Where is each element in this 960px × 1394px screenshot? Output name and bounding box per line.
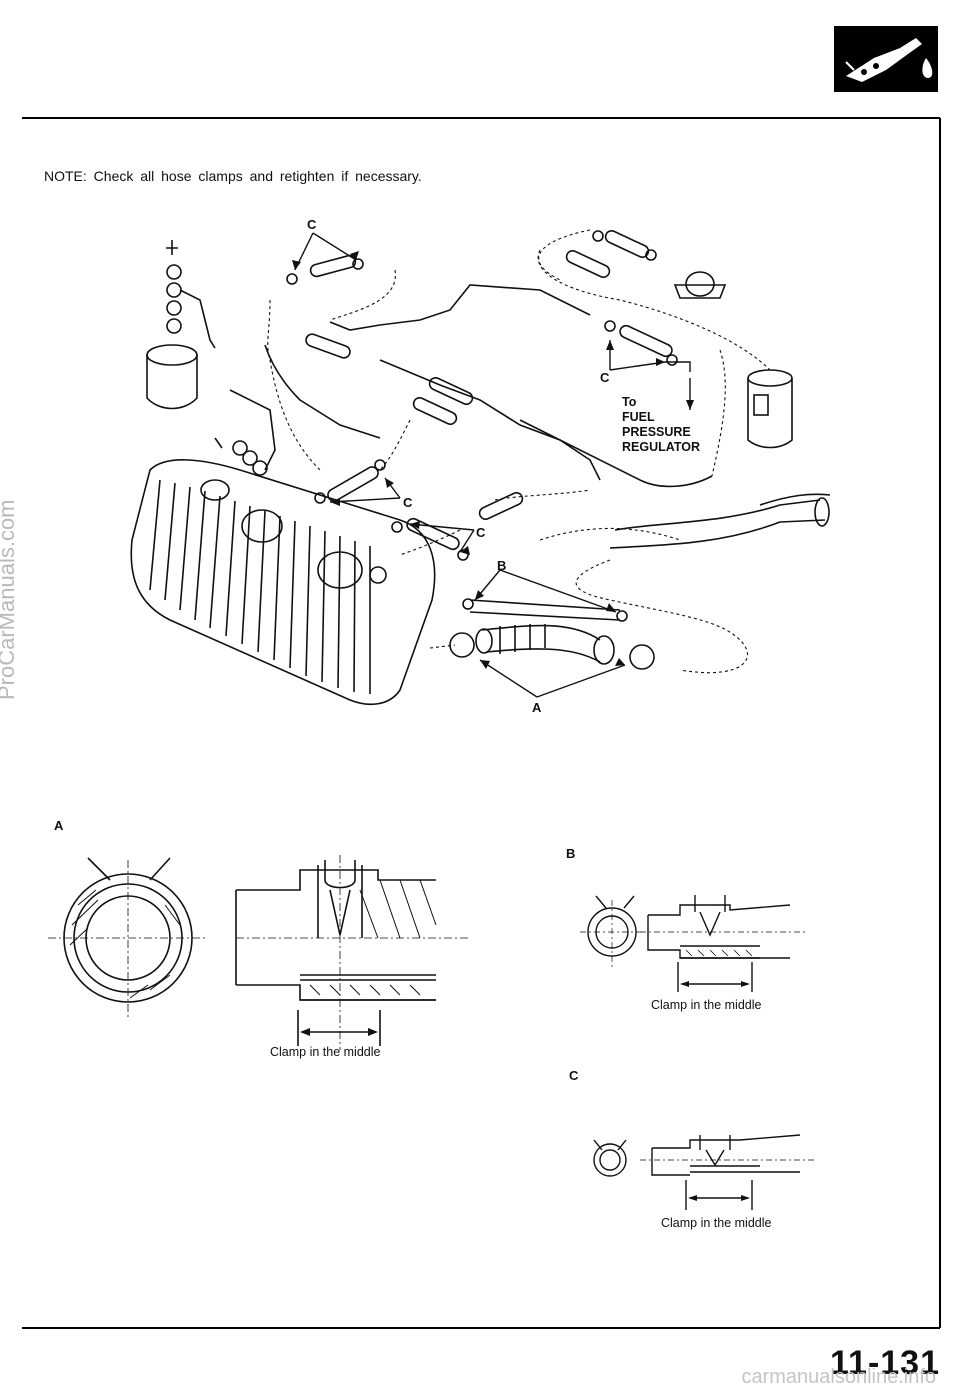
detail-c-label: C [569,1068,579,1083]
callout-a: A [532,700,542,715]
short-hoses [305,230,673,551]
fuel-filter [146,240,276,476]
detail-c-clamp-section [593,1134,815,1210]
detail-b-clamp-section [580,895,805,992]
regulator-line-2: FUEL [622,410,655,424]
watermark-bottom: carmanualsonline.info [741,1366,936,1388]
callout-c-right: C [600,370,610,385]
callout-c-top: C [307,217,317,232]
regulator-label: To FUEL PRESSURE REGULATOR [622,395,700,455]
page-number: 11-131 [830,1344,940,1382]
regulator-line-1: To [622,395,637,409]
detail-a-label: A [54,818,64,833]
note-text: NOTE: Check all hose clamps and retighte… [44,168,422,184]
section-logo [834,26,938,92]
regulator-line-4: REGULATOR [622,440,701,454]
callout-b: B [497,558,507,573]
charcoal-canister [747,369,793,449]
callout-c-tank-2: C [476,525,486,540]
detail-b-label: B [566,846,576,861]
detail-c-caption: Clamp in the middle [661,1216,772,1230]
two-way-valve [673,271,727,299]
detail-b-caption: Clamp in the middle [651,998,762,1012]
fuel-tank [130,459,436,706]
fuel-lines [264,284,713,488]
detail-a-arrows [300,1028,378,1036]
detail-a-caption: Clamp in the middle [270,1045,381,1059]
watermark-left: ProCarManuals.com [0,499,19,700]
callout-c-tank-1: C [403,495,413,510]
regulator-line-3: PRESSURE [622,425,691,439]
fuel-filler-pipe [609,493,831,549]
filler-neck-hose [449,599,655,670]
fuel-nozzle-icon [845,38,933,82]
detail-a-clamp-section [48,855,470,1050]
